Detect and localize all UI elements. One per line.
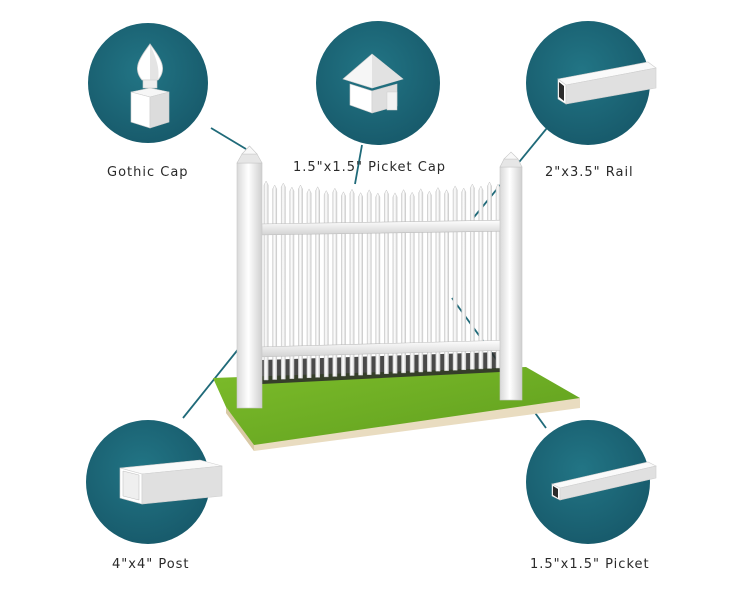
rail-profile-icon: [557, 61, 657, 105]
picket-cap-icon: [342, 53, 404, 114]
fence-picket: [435, 187, 441, 372]
gothic-cap-icon: [130, 43, 170, 129]
ground-base: [213, 367, 580, 451]
fence-illustration: [236, 145, 523, 409]
fence-picket: [418, 188, 424, 373]
leader-picket-cap: [354, 144, 363, 185]
label-picket-cap: 1.5"x1.5" Picket Cap: [293, 160, 447, 175]
fence-bottom-shadow: [262, 352, 500, 384]
top-rail: [257, 219, 515, 236]
right-post: [499, 151, 523, 401]
label-post: 4"x4" Post: [112, 557, 190, 572]
picket-profile-icon: [551, 461, 657, 501]
label-rail: 2"x3.5" Rail: [545, 165, 634, 180]
label-picket: 1.5"x1.5" Picket: [530, 557, 650, 572]
leader-gothic-cap: [210, 127, 247, 150]
fence-picket: [461, 187, 467, 371]
fence-picket: [444, 189, 449, 371]
post-profile-icon: [119, 459, 223, 505]
label-gothic-cap: Gothic Cap: [107, 165, 189, 180]
left-post: [236, 145, 263, 409]
